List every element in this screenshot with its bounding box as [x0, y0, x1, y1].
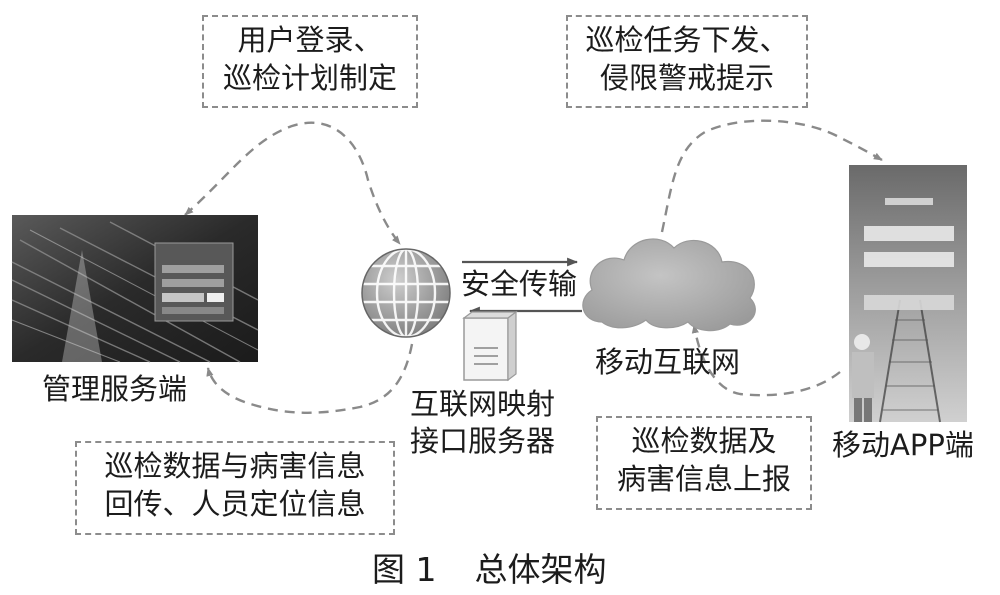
mobile-net-label: 移动互联网	[595, 345, 741, 379]
globe-icon	[361, 248, 451, 338]
mobile-app-screenshot	[849, 165, 967, 423]
management-screenshot	[11, 215, 259, 363]
arrow-task-dispatch	[660, 119, 883, 233]
note-data-return-line2: 回传、人员定位信息	[104, 487, 366, 521]
note-data-report-line2: 病害信息上报	[616, 462, 791, 496]
note-data-report: 巡检数据及 病害信息上报	[596, 416, 812, 510]
note-login-plan: 用户登录、 巡检计划制定	[202, 15, 418, 108]
note-data-return-line1: 巡检数据与病害信息	[104, 449, 366, 483]
flow-arrows	[184, 119, 883, 414]
note-data-return: 巡检数据与病害信息 回传、人员定位信息	[75, 441, 395, 535]
note-data-report-line1: 巡检数据及	[631, 424, 777, 458]
note-login-plan-line1: 用户登录、	[237, 23, 383, 57]
management-label: 管理服务端	[42, 372, 188, 406]
gateway-label-line2: 接口服务器	[410, 424, 556, 458]
note-task-dispatch-line1: 巡检任务下发、	[585, 23, 789, 57]
secure-transport-label: 安全传输	[461, 267, 578, 301]
cloud-icon	[582, 238, 756, 332]
mobile-app-label: 移动APP端	[832, 428, 974, 462]
gateway-label-line1: 互联网映射	[410, 387, 556, 421]
gateway-label: 互联网映射 接口服务器	[410, 386, 555, 460]
note-task-dispatch-line2: 侵限警戒提示	[599, 61, 774, 95]
note-task-dispatch: 巡检任务下发、 侵限警戒提示	[566, 15, 808, 108]
arrow-login-plan	[184, 121, 401, 245]
secure-transport-arrows	[462, 257, 582, 316]
server-icon	[462, 310, 518, 382]
arrow-data-return	[206, 343, 414, 414]
arrow-data-report	[691, 324, 841, 397]
figure-number: 图 1	[372, 550, 437, 589]
figure-caption: 图 1 总体架构	[372, 543, 607, 591]
figure-title: 总体架构	[474, 550, 607, 589]
note-login-plan-line2: 巡检计划制定	[222, 61, 397, 95]
